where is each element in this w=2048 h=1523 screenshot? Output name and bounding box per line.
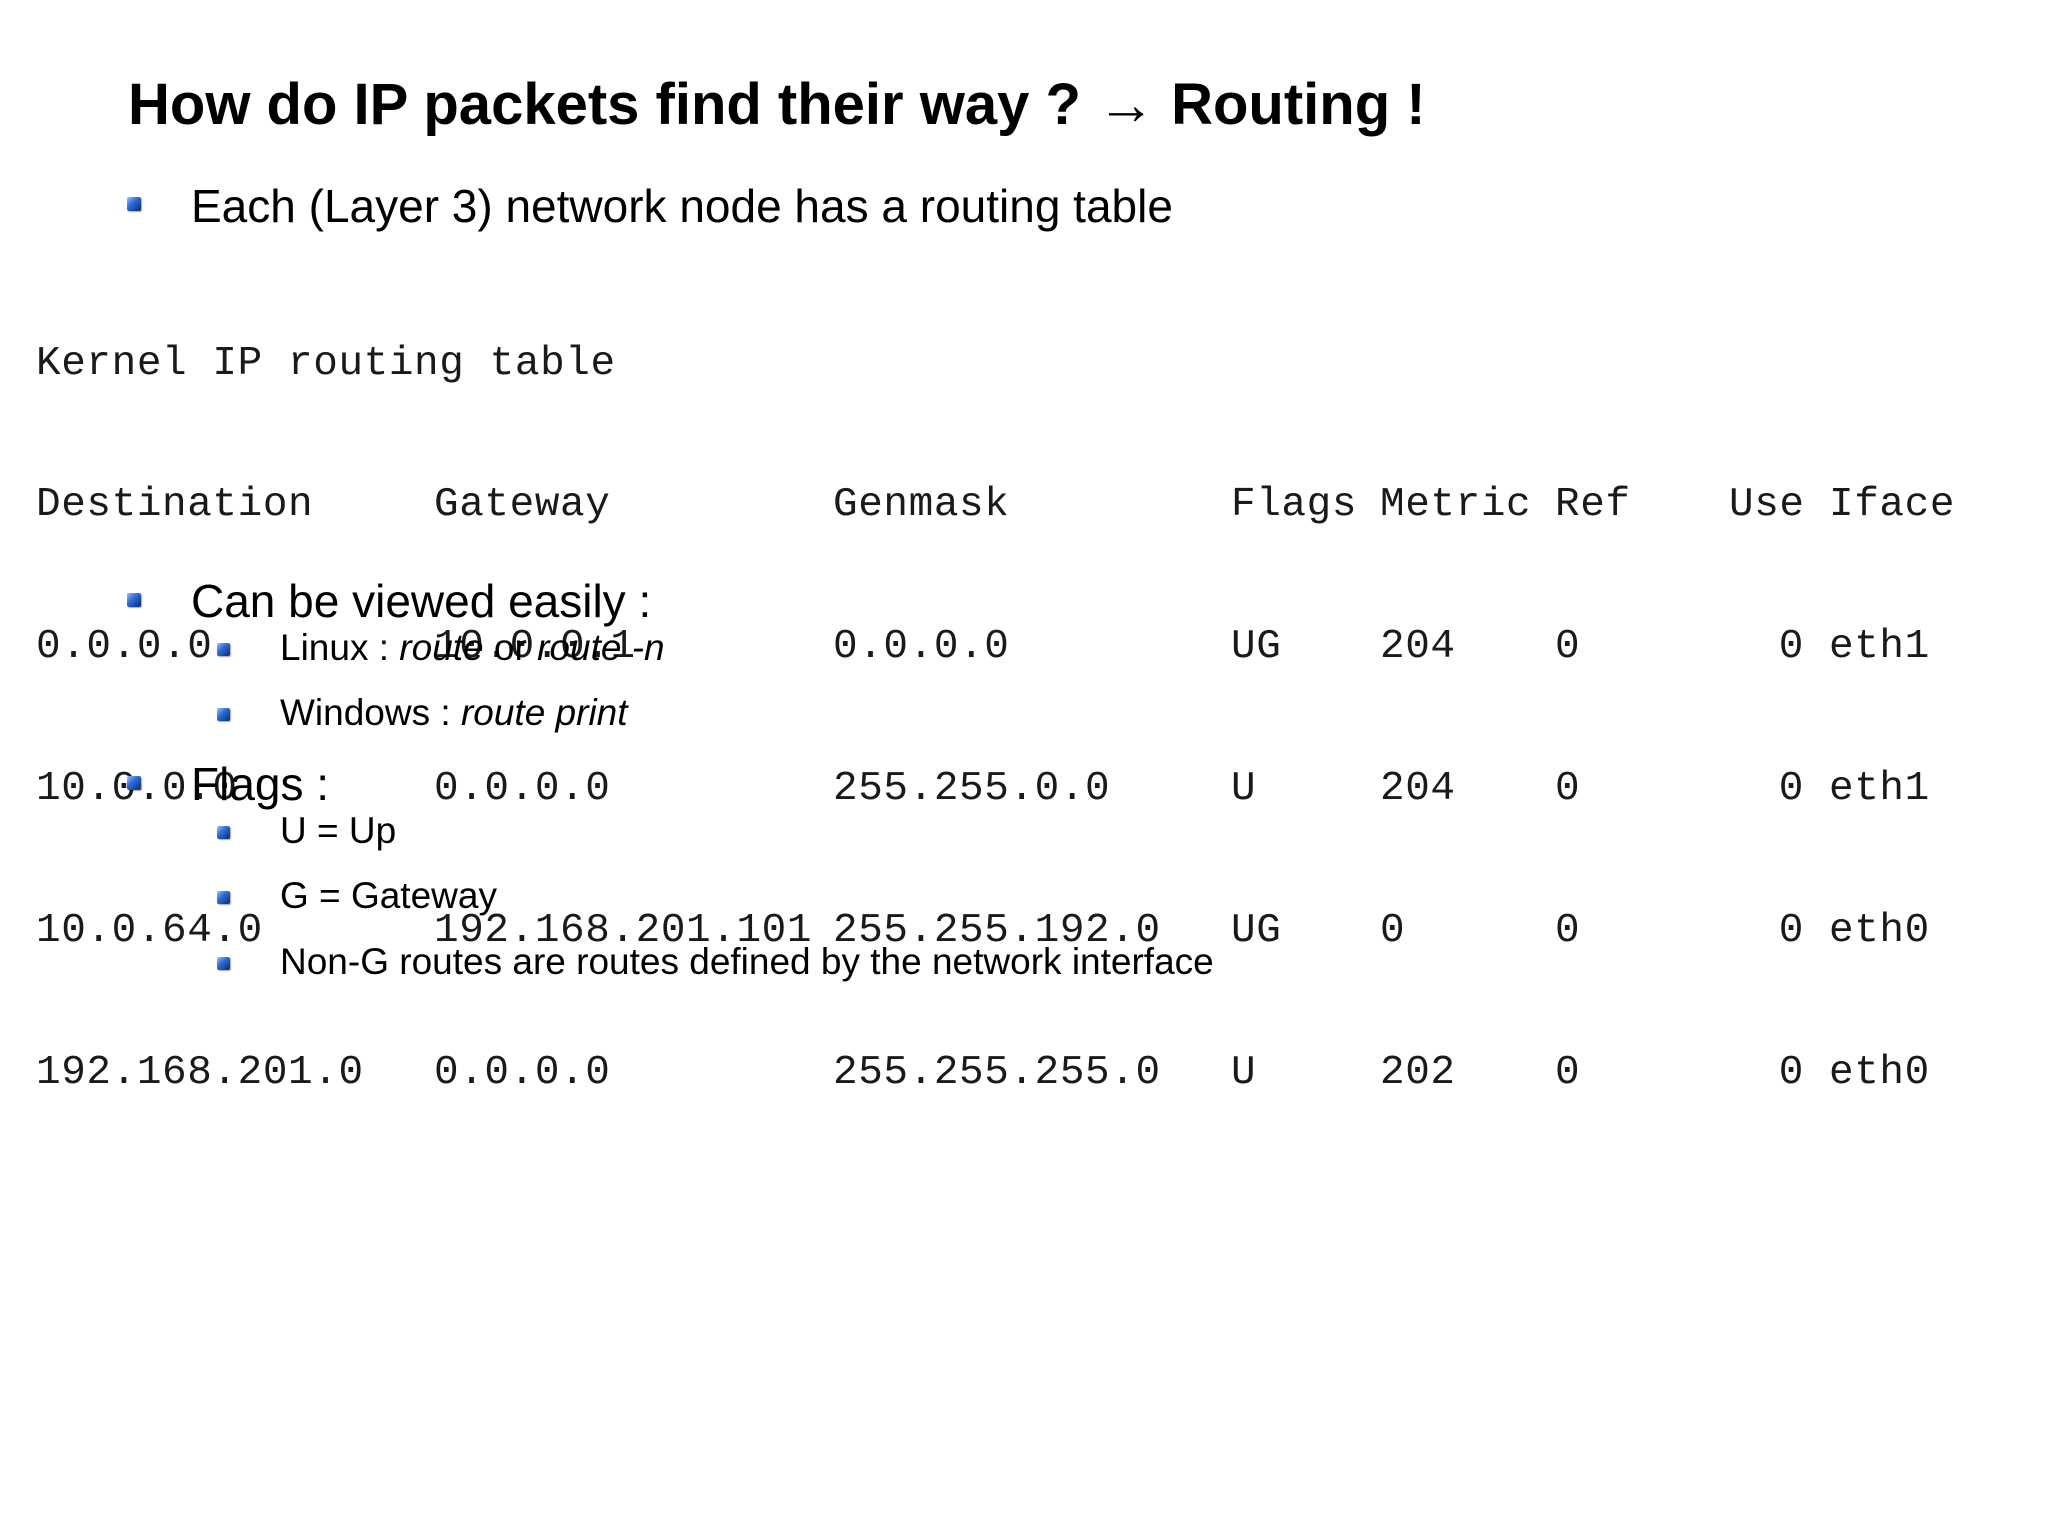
cell-iface: eth0	[1829, 1050, 1930, 1097]
cell-use: 0	[1778, 624, 1804, 671]
cell-genmask: 255.255.192.0	[833, 908, 1161, 955]
header-metric: Metric	[1380, 482, 1532, 529]
cell-genmask: 0.0.0.0	[833, 624, 1010, 671]
cell-flags: UG	[1231, 908, 1282, 955]
flag-u-up: U = Up	[280, 810, 397, 851]
cell-gateway: 192.168.201.101	[434, 908, 813, 955]
cell-flags: U	[1231, 766, 1257, 813]
cell-ref: 0	[1555, 908, 1581, 955]
cell-use: 0	[1778, 1050, 1804, 1097]
route-command: route	[399, 627, 484, 668]
flag-non-g-note: Non-G routes are routes defined by the n…	[280, 941, 1214, 982]
header-flags: Flags	[1231, 482, 1358, 529]
header-iface: Iface	[1829, 482, 1956, 529]
sub-bullet-icon	[217, 957, 230, 970]
cell-iface: eth0	[1829, 908, 1930, 955]
cell-flags: U	[1231, 1050, 1257, 1097]
cell-destination: 192.168.201.0	[36, 1050, 364, 1097]
cell-metric: 204	[1380, 624, 1456, 671]
cell-use: 0	[1778, 908, 1804, 955]
sub-bullet-linux: Linux : route or route -n	[280, 627, 665, 669]
routing-table-row: 0.0.0.0 10.0.0.1 0.0.0.0 UG 204 0 0 eth1	[36, 624, 1929, 671]
cell-ref: 0	[1555, 1050, 1581, 1097]
slide-title: How do IP packets find their way ? → Rou…	[128, 72, 1426, 137]
header-ref: Ref	[1555, 482, 1631, 529]
cell-destination: 10.0.64.0	[36, 908, 263, 955]
bullet-flags: Flags :	[191, 758, 330, 810]
sub-bullet-icon	[217, 708, 230, 721]
cell-use: 0	[1778, 766, 1804, 813]
sub-bullet-windows: Windows : route print	[280, 692, 628, 734]
cell-metric: 202	[1380, 1050, 1456, 1097]
bullet-icon	[127, 197, 141, 211]
routing-table-row: 10.0.64.0 192.168.201.101 255.255.192.0 …	[36, 908, 1929, 955]
cell-gateway: 0.0.0.0	[434, 766, 611, 813]
cell-iface: eth1	[1829, 766, 1930, 813]
header-genmask: Genmask	[833, 482, 1010, 529]
cell-genmask: 255.255.255.0	[833, 1050, 1161, 1097]
header-use: Use	[1729, 482, 1805, 529]
bullet-icon	[127, 593, 141, 607]
routing-table-caption-text: Kernel IP routing table	[36, 340, 616, 387]
cell-genmask: 255.255.0.0	[833, 766, 1111, 813]
routing-table-caption: Kernel IP routing table	[36, 341, 615, 388]
routing-table-output: Kernel IP routing table Destination Gate…	[36, 246, 1954, 1145]
cell-ref: 0	[1555, 766, 1581, 813]
cell-gateway: 0.0.0.0	[434, 1050, 611, 1097]
cell-gateway: 10.0.0.1	[434, 624, 636, 671]
sub-bullet-icon	[217, 826, 230, 839]
cell-destination: 0.0.0.0	[36, 624, 213, 671]
cell-metric: 0	[1380, 908, 1406, 955]
bullet-viewed-easily: Can be viewed easily :	[191, 575, 652, 627]
sub-bullet-icon	[217, 891, 230, 904]
or-text: or	[483, 627, 538, 668]
routing-table-row: 192.168.201.0 0.0.0.0 255.255.255.0 U 20…	[36, 1050, 1929, 1097]
header-destination: Destination	[36, 482, 314, 529]
cell-iface: eth1	[1829, 624, 1930, 671]
route-n-command: route -n	[537, 627, 665, 668]
bullet-icon	[127, 776, 141, 790]
cell-flags: UG	[1231, 624, 1282, 671]
routing-table-header: Destination Gateway Genmask Flags Metric…	[36, 482, 1954, 529]
cell-metric: 204	[1380, 766, 1456, 813]
route-print-command: route print	[460, 692, 628, 733]
routing-table-row: 10.0.0.0 0.0.0.0 255.255.0.0 U 204 0 0 e…	[36, 766, 1929, 813]
bullet-routing-table: Each (Layer 3) network node has a routin…	[191, 180, 1173, 232]
cell-ref: 0	[1555, 624, 1581, 671]
linux-label: Linux :	[280, 627, 400, 668]
sub-bullet-icon	[217, 643, 230, 656]
windows-label: Windows :	[280, 692, 461, 733]
flag-g-gateway: G = Gateway	[280, 875, 497, 916]
header-gateway: Gateway	[434, 482, 611, 529]
